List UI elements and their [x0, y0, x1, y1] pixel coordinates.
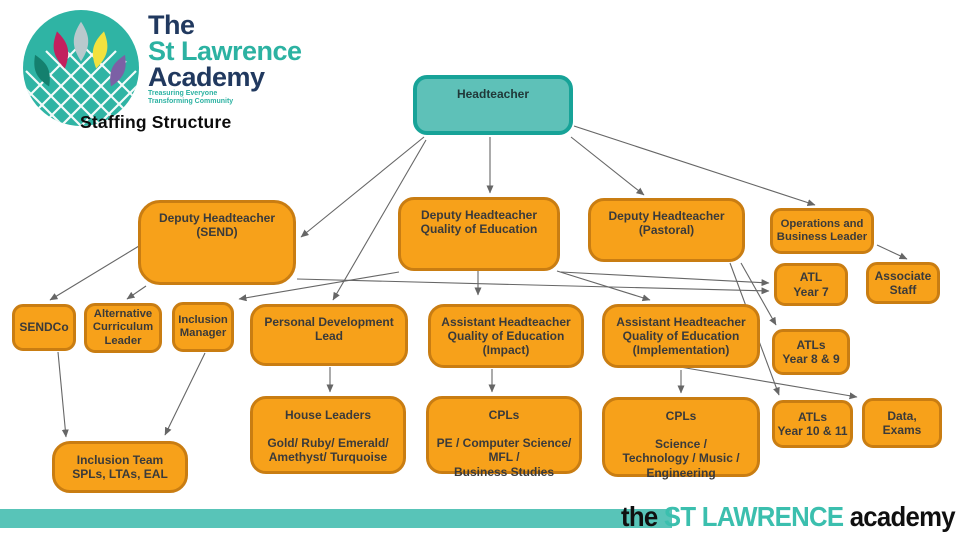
org-node-operations-business-leader: Operations and Business Leader: [770, 208, 874, 254]
footer-wordmark: the ST LAWRENCE academy: [621, 501, 956, 533]
footer-word-st-lawrence: ST LAWRENCE: [664, 501, 844, 532]
org-node-deputy-headteacher-pastoral: Deputy Headteacher (Pastoral): [588, 198, 745, 262]
footer-accent-bar: [0, 509, 672, 528]
flame-icons: [34, 21, 126, 87]
org-node-alt-curriculum-leader: Alternative Curriculum Leader: [84, 303, 162, 353]
org-node-deputy-headteacher-send: Deputy Headteacher (SEND): [138, 200, 296, 285]
org-node-cpls-science: CPLs Science / Technology / Music / Engi…: [602, 397, 760, 480]
org-node-atls-year-10-11: ATLs Year 10 & 11: [772, 400, 853, 448]
org-node-inclusion-manager: Inclusion Manager: [172, 302, 234, 352]
org-node-sendco: SENDCo: [12, 304, 76, 351]
brand-line-academy: Academy: [148, 62, 265, 92]
org-node-atl-year-7: ATL Year 7: [774, 263, 848, 306]
org-node-associate-staff: Associate Staff: [866, 262, 940, 304]
page-title: Staffing Structure: [80, 112, 232, 132]
brand-line-st-lawrence: St Lawrence: [148, 36, 302, 66]
brand-tagline-1: Treasuring Everyone: [148, 90, 218, 97]
footer-word-the: the: [621, 501, 658, 532]
brand-tagline-2: Transforming Community: [148, 98, 234, 105]
org-node-cpls-pe: CPLs PE / Computer Science/ MFL / Busine…: [426, 396, 582, 479]
footer-word-academy: academy: [849, 501, 956, 532]
org-node-aht-qoe-implementation: Assistant Headteacher Quality of Educati…: [602, 304, 760, 368]
org-node-atls-year-8-9: ATLs Year 8 & 9: [772, 329, 850, 375]
org-node-inclusion-team: Inclusion Team SPLs, LTAs, EAL: [52, 441, 188, 493]
org-node-house-leaders: House Leaders Gold/ Ruby/ Emerald/ Ameth…: [250, 396, 406, 474]
org-node-headteacher: Headteacher: [413, 75, 573, 135]
org-node-data-exams: Data, Exams: [862, 398, 942, 448]
org-node-aht-qoe-impact: Assistant Headteacher Quality of Educati…: [428, 304, 584, 368]
brand-line-the: The: [148, 10, 195, 40]
org-node-personal-development-lead: Personal Development Lead: [250, 304, 408, 366]
academy-wordmark: The St Lawrence Academy Treasuring Every…: [148, 12, 302, 106]
org-node-deputy-headteacher-qoe: Deputy Headteacher Quality of Education: [398, 197, 560, 271]
academy-logo-icon: [23, 10, 139, 126]
